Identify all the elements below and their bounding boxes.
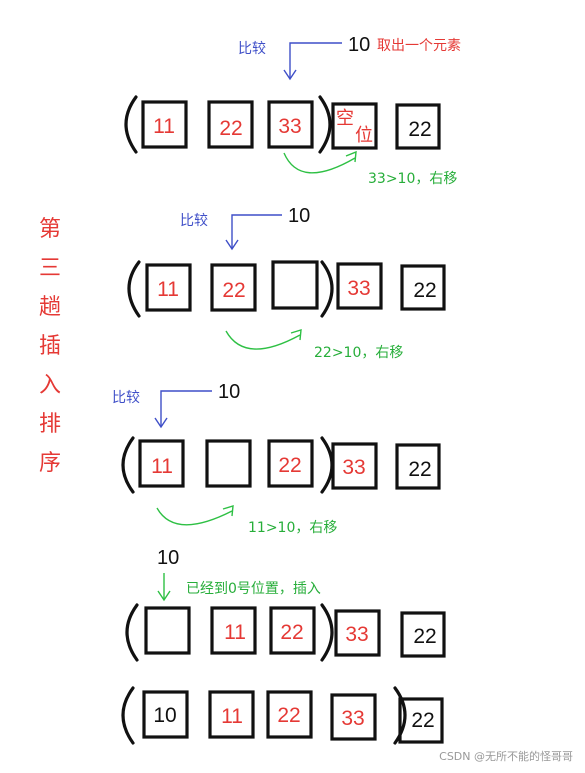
left-paren: [121, 436, 135, 494]
pointer-arrow: [289, 42, 342, 78]
insert-arrowhead: [157, 590, 171, 602]
title-char: 插: [39, 334, 61, 359]
cell-value: 33: [341, 707, 364, 730]
array-cell: [138, 439, 185, 488]
array-cell: [267, 439, 314, 488]
compare-label: 比较: [238, 41, 266, 57]
row-5: 10 11 22 33 22: [121, 686, 444, 745]
right-paren: [320, 260, 334, 318]
array-cell: [208, 690, 255, 739]
pointer-arrowhead: [283, 69, 297, 81]
cell-value: 22: [280, 621, 303, 644]
cell-value: 11: [151, 455, 173, 478]
array-cell: [330, 693, 377, 741]
array-cell: [145, 263, 192, 312]
cell-value: 22: [278, 454, 301, 477]
cell-value: 33: [342, 456, 365, 479]
array-cell: [142, 690, 189, 739]
move-arrowhead: [222, 505, 234, 517]
array-cell: [141, 100, 188, 149]
array-cell: [334, 609, 381, 657]
right-paren: [318, 95, 332, 154]
row-3: 比较 10 11 22 33 22 11>10，右移: [112, 381, 441, 536]
move-arrow: [225, 330, 301, 350]
compare-label: 比较: [112, 390, 140, 406]
move-arrow: [156, 507, 233, 526]
title-char: 入: [39, 373, 61, 398]
move-note: 33>10，右移: [368, 171, 457, 187]
title-char: 趟: [39, 295, 61, 320]
move-arrowhead: [345, 150, 357, 163]
array-cell: [400, 611, 446, 658]
cell-value: 33: [347, 277, 370, 300]
left-paren: [127, 260, 141, 318]
array-cell: [205, 439, 252, 488]
cell-value: 11: [153, 115, 175, 138]
right-paren: [393, 686, 407, 745]
array-cell: [144, 606, 191, 655]
left-paren: [124, 95, 138, 154]
cell-value: 22: [413, 279, 436, 302]
pointer-value: 10: [348, 34, 370, 56]
cell-value: 22: [408, 118, 431, 141]
cell-value: 22: [219, 117, 242, 140]
move-arrow: [283, 152, 356, 174]
left-paren: [125, 603, 139, 662]
pointer-value: 10: [157, 547, 179, 569]
cell-value: 22: [413, 625, 436, 648]
title-char: 排: [39, 412, 61, 437]
pointer-arrowhead: [225, 239, 239, 251]
array-cell: [400, 264, 446, 311]
cell-value: 11: [221, 705, 243, 728]
pointer-arrowhead: [154, 417, 168, 429]
array-cell: [269, 606, 316, 655]
vacant-label: 空: [336, 108, 354, 129]
array-cell: [336, 262, 383, 310]
pointer-arrow: [231, 214, 282, 248]
compare-label: 比较: [180, 213, 208, 229]
array-cell: [398, 697, 444, 744]
cell-value: 33: [278, 115, 301, 138]
vertical-title: 第 三 趟 插 入 排 序: [39, 217, 61, 476]
title-char: 第: [39, 217, 61, 242]
cell-value: 22: [411, 709, 434, 732]
cell-value: 22: [408, 458, 431, 481]
array-cell: [207, 100, 254, 149]
cell-value: 22: [277, 704, 300, 727]
cell-value: 33: [345, 623, 368, 646]
array-cell: [267, 100, 314, 149]
array-cell: [210, 263, 257, 312]
title-char: 三: [39, 256, 61, 281]
array-cell: [266, 690, 313, 739]
row-2: 比较 10 11 22 33 22 22>10，右移: [127, 205, 446, 361]
row-1: 比较 10 取出一个元素 11 22 33 空 位 22 33>10，右移: [124, 34, 461, 187]
row-4: 10 已经到0号位置，插入 11 22 33 22: [125, 547, 446, 662]
array-cell: [271, 260, 319, 310]
right-paren: [320, 603, 334, 662]
move-arrowhead: [290, 329, 302, 341]
left-paren: [121, 686, 135, 745]
vacant-cell: [331, 102, 378, 150]
insert-note: 已经到0号位置，插入: [186, 581, 321, 597]
pointer-note: 取出一个元素: [377, 38, 461, 54]
cell-value: 11: [224, 621, 246, 644]
title-char: 序: [39, 451, 61, 476]
pointer-arrow: [160, 390, 212, 426]
move-note: 22>10，右移: [314, 345, 403, 361]
right-paren: [320, 436, 334, 494]
vacant-label: 位: [355, 125, 373, 146]
pointer-value: 10: [288, 205, 310, 227]
watermark: CSDN @无所不能的怪哥哥: [439, 749, 573, 763]
cell-value: 11: [157, 278, 179, 301]
pointer-value: 10: [218, 381, 240, 403]
array-cell: [395, 103, 441, 150]
array-cell: [331, 442, 378, 490]
array-cell: [395, 443, 441, 490]
cell-value: 22: [222, 279, 245, 302]
array-cell: [210, 606, 257, 655]
cell-value: 10: [153, 704, 176, 727]
move-note: 11>10，右移: [248, 520, 337, 536]
